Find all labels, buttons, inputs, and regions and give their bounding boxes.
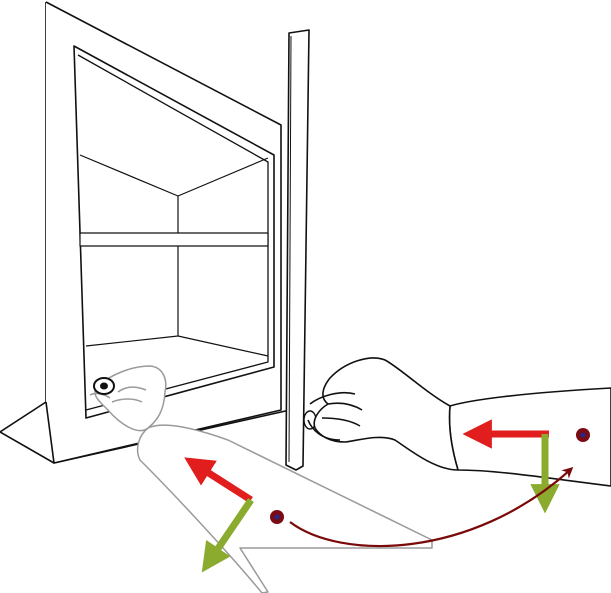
start-point-marker <box>270 510 284 524</box>
door-edge-line <box>288 35 292 463</box>
end-point-marker <box>576 428 590 442</box>
end-hand-shape <box>313 357 459 471</box>
start-finger-2 <box>111 398 143 403</box>
start-frame-x-axis <box>184 457 253 503</box>
end-finger-3 <box>321 417 361 427</box>
cabinet <box>0 1 291 464</box>
end-thumb <box>307 419 341 441</box>
door-panel <box>285 29 310 471</box>
start-finger-1 <box>117 386 147 393</box>
end-finger-2 <box>327 402 363 411</box>
cabinet-opening-border <box>73 45 275 419</box>
cabinet-shelf <box>79 232 269 247</box>
end-hand <box>307 357 611 487</box>
start-frame-y-axis <box>201 498 254 573</box>
start-forearm <box>136 424 433 593</box>
cabinet-door <box>285 29 317 471</box>
end-coordinate-frame <box>462 419 560 514</box>
start-coordinate-frame <box>184 457 254 573</box>
cabinet-top-shelf-edge-right <box>177 157 269 197</box>
cabinet-top-shelf-edge-left <box>79 154 179 197</box>
cabinet-opening-inner <box>77 54 269 411</box>
end-finger-1 <box>309 391 356 405</box>
cabinet-bottom-edge-right <box>177 335 269 357</box>
cabinet-bottom-edge-left <box>85 335 179 347</box>
start-knob <box>93 377 115 395</box>
trajectory-arc <box>289 467 574 548</box>
